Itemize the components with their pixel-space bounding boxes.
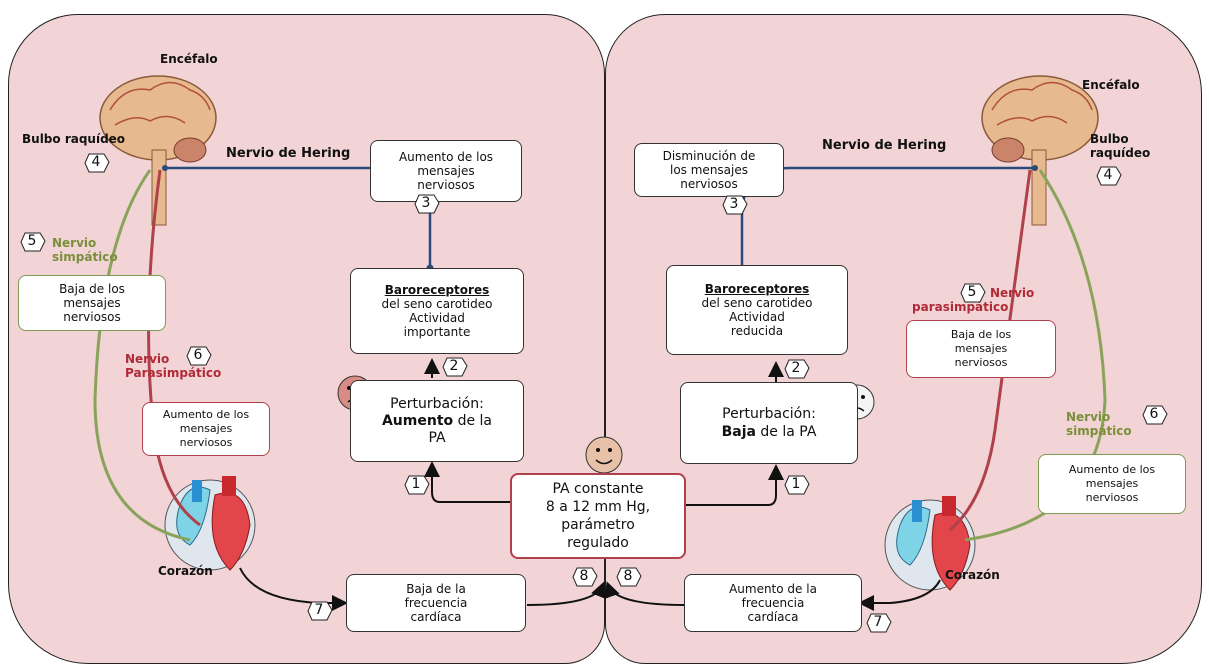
box-line: Baja de la bbox=[406, 582, 466, 596]
step-4-marker-left: 4 bbox=[84, 152, 110, 174]
hering-label-right: Nervio de Hering bbox=[822, 138, 947, 153]
heart-left-icon bbox=[164, 476, 256, 571]
box-line: Baja de los bbox=[59, 282, 125, 296]
box-line: del seno carotideo bbox=[381, 297, 493, 311]
message-box-right-6: Aumento de los mensajes nerviosos bbox=[1038, 454, 1186, 514]
step-8-marker-right: 8 bbox=[616, 566, 642, 588]
box-line: mensajes bbox=[954, 342, 1008, 355]
box-line: cardíaca bbox=[410, 610, 462, 624]
step-3-marker-left: 3 bbox=[414, 193, 440, 215]
box-line: Actividad bbox=[409, 311, 465, 325]
step-7-marker-right: 7 bbox=[866, 612, 892, 634]
step-8-marker-left: 8 bbox=[572, 566, 598, 588]
box-line: PA bbox=[428, 429, 446, 446]
step-2-marker-right: 2 bbox=[784, 358, 810, 380]
box-line: PA constante bbox=[552, 481, 644, 497]
message-box-left-7: Baja de la frecuencia cardíaca bbox=[346, 574, 526, 632]
box-line: mensajes bbox=[63, 296, 121, 310]
baroreceptor-box-right: Baroreceptores del seno carotideo Activi… bbox=[666, 265, 848, 355]
box-line: nerviosos bbox=[63, 310, 121, 324]
baroreceptor-title: Baroreceptores bbox=[384, 283, 490, 297]
box-line: nerviosos bbox=[954, 356, 1008, 369]
box-line: cardíaca bbox=[747, 610, 799, 624]
hering-label-left: Nervio de Hering bbox=[226, 146, 351, 161]
box-line: 8 a 12 mm Hg, bbox=[545, 499, 651, 515]
heart-right-icon bbox=[884, 496, 976, 591]
box-line: nerviosos bbox=[680, 177, 738, 191]
box-line: los mensajes bbox=[670, 163, 748, 177]
step-1-marker-left: 1 bbox=[404, 474, 430, 496]
box-line: nerviosos bbox=[417, 178, 475, 192]
box-line: Disminución de bbox=[662, 149, 756, 163]
box-line: Aumento de la bbox=[729, 582, 817, 596]
box-line: Perturbación: bbox=[722, 406, 816, 422]
box-line: importante bbox=[403, 325, 471, 339]
box-line: Baja de la PA bbox=[721, 424, 817, 440]
box-line: Aumento de los bbox=[162, 408, 250, 421]
step-4-marker-right: 4 bbox=[1096, 165, 1122, 187]
baroreceptor-box-left: Baroreceptores del seno carotideo Activi… bbox=[350, 268, 524, 354]
step-7-marker-left: 7 bbox=[307, 600, 333, 622]
step-2-marker-left: 2 bbox=[442, 356, 468, 378]
box-line: Perturbación: bbox=[390, 395, 484, 412]
bulbo-label-left: Bulbo raquídeo bbox=[22, 132, 126, 146]
box-line: nerviosos bbox=[179, 436, 233, 449]
perturbation-box-right: Perturbación: Baja de la PA bbox=[680, 382, 858, 464]
box-line: reducida bbox=[730, 324, 784, 338]
box-line: mensajes bbox=[179, 422, 233, 435]
step-6-marker-left: 6 bbox=[186, 345, 212, 367]
encefalo-label-right: Encéfalo bbox=[1082, 78, 1140, 92]
box-line: frecuencia bbox=[741, 596, 805, 610]
box-line: nerviosos bbox=[1085, 491, 1139, 504]
step-6-marker-right: 6 bbox=[1142, 404, 1168, 426]
encefalo-label-left: Encéfalo bbox=[160, 52, 218, 66]
box-line: Aumento de los bbox=[398, 150, 494, 164]
step-1-marker-right: 1 bbox=[784, 474, 810, 496]
perturbation-box-left: Perturbación: Aumento de la PA bbox=[350, 380, 524, 462]
box-line: Aumento de la bbox=[381, 412, 493, 429]
box-line: parámetro bbox=[561, 517, 635, 533]
step-3-marker-right: 3 bbox=[722, 194, 748, 216]
box-line: mensajes bbox=[417, 164, 475, 178]
baroreceptor-title: Baroreceptores bbox=[704, 282, 810, 296]
box-line: Actividad bbox=[729, 310, 785, 324]
box-line: Baja de los bbox=[950, 328, 1012, 341]
step-5-marker-left: 5 bbox=[20, 231, 46, 253]
box-line: mensajes bbox=[1085, 477, 1139, 490]
step-5-marker-right: 5 bbox=[960, 282, 986, 304]
box-line: regulado bbox=[567, 535, 629, 551]
box-line: frecuencia bbox=[404, 596, 468, 610]
message-box-right-5: Baja de los mensajes nerviosos bbox=[906, 320, 1056, 378]
corazon-label-left: Corazón bbox=[158, 564, 213, 578]
message-box-left-6: Aumento de los mensajes nerviosos bbox=[142, 402, 270, 456]
box-line: Aumento de los bbox=[1068, 463, 1156, 476]
message-box-left-3: Aumento de los mensajes nerviosos bbox=[370, 140, 522, 202]
brain-left-icon bbox=[99, 75, 217, 226]
corazon-label-right: Corazón bbox=[945, 568, 1000, 582]
happy-face-icon bbox=[585, 436, 623, 474]
message-box-left-5: Baja de los mensajes nerviosos bbox=[18, 275, 166, 331]
constant-pa-box: PA constante 8 a 12 mm Hg, parámetro reg… bbox=[510, 473, 686, 559]
message-box-right-7: Aumento de la frecuencia cardíaca bbox=[684, 574, 862, 632]
message-box-right-3: Disminución de los mensajes nerviosos bbox=[634, 143, 784, 197]
box-line: del seno carotideo bbox=[701, 296, 813, 310]
brain-right-icon bbox=[981, 75, 1099, 226]
